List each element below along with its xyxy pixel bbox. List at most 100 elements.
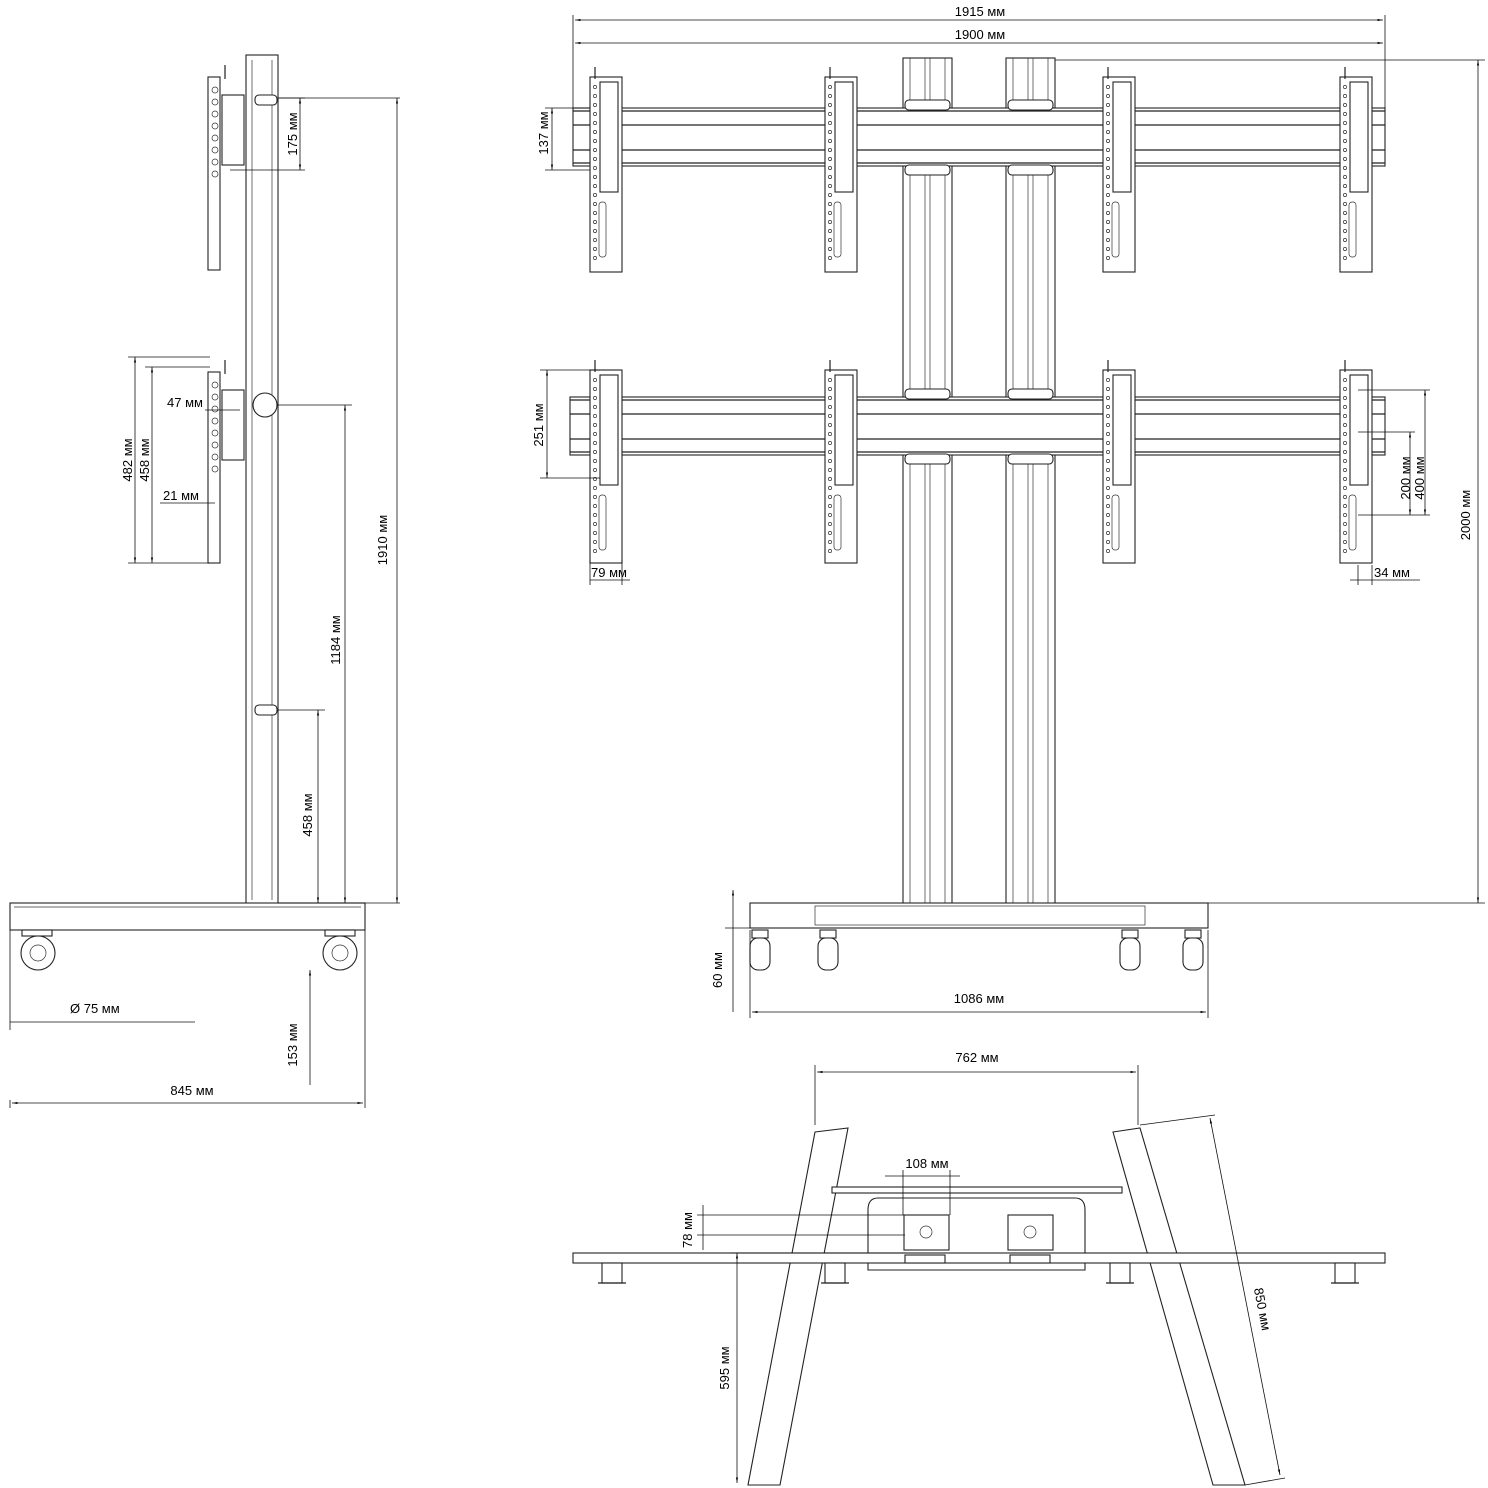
bracket-hole [828, 130, 832, 134]
dim-78: 78 мм [680, 1212, 695, 1248]
dim-762: 762 мм [955, 1050, 998, 1065]
bracket-hole [828, 166, 832, 170]
bracket-hole [593, 202, 597, 206]
dim-1900: 1900 мм [955, 27, 1005, 42]
bracket-hole [1343, 247, 1347, 251]
bracket-hole [593, 139, 597, 143]
bracket-hole [1343, 540, 1347, 544]
bracket-hole [1343, 157, 1347, 161]
bracket-hole [1106, 103, 1110, 107]
bracket-arm [1112, 374, 1132, 486]
bracket-hole [828, 468, 832, 472]
caster-wheel [1182, 929, 1204, 971]
bracket-hole [1106, 193, 1110, 197]
bracket-hole [593, 175, 597, 179]
bracket-hole [828, 148, 832, 152]
bracket-hole [1343, 477, 1347, 481]
bracket-hole [593, 396, 597, 400]
bracket-hole [1106, 414, 1110, 418]
column-clamp [1007, 164, 1054, 176]
display-bracket [1102, 67, 1136, 273]
bracket-hole [1343, 229, 1347, 233]
bracket-slot [1348, 494, 1357, 551]
bracket-hole [1106, 459, 1110, 463]
bracket-hole [1106, 85, 1110, 89]
bracket-hole [1106, 540, 1110, 544]
caster-wheel [1119, 929, 1141, 971]
bracket-hole [1343, 441, 1347, 445]
top-column-mount-left [903, 1214, 950, 1264]
bracket-hole [1343, 531, 1347, 535]
bracket-hole [593, 495, 597, 499]
bracket-hole [1343, 175, 1347, 179]
dim-850: 850 мм [1251, 1287, 1274, 1332]
bracket-hole [593, 166, 597, 170]
bracket-hole [1343, 85, 1347, 89]
display-bracket [1339, 360, 1373, 564]
bracket-slot [833, 201, 842, 258]
column-clamp [1007, 99, 1054, 111]
bracket-hole [1106, 148, 1110, 152]
rail-frame [569, 396, 1386, 456]
column-clamp [904, 453, 951, 465]
bracket-hole [1106, 513, 1110, 517]
top-crossbar [831, 1186, 1123, 1194]
bracket-hole [828, 495, 832, 499]
bracket-hole [1343, 423, 1347, 427]
side-column [245, 54, 279, 906]
bracket-hole [1343, 513, 1347, 517]
bracket-hole [828, 486, 832, 490]
bracket-hole [593, 94, 597, 98]
bracket-hole [1343, 202, 1347, 206]
bracket-hole [1343, 396, 1347, 400]
bracket-hole [593, 423, 597, 427]
dim-400: 400 мм [1412, 456, 1427, 499]
bracket-hole [1343, 486, 1347, 490]
column-clamp [1007, 388, 1054, 400]
bracket-hole [1343, 256, 1347, 260]
bracket-hole [593, 229, 597, 233]
bracket-hole [1343, 387, 1347, 391]
bracket-hole [1343, 378, 1347, 382]
display-bracket [824, 67, 858, 273]
top-leg-left [747, 1127, 849, 1486]
bracket-hole [1106, 423, 1110, 427]
bracket-hole [828, 139, 832, 143]
dim-79: 79 мм [591, 565, 627, 580]
bracket-hole [593, 459, 597, 463]
bracket-hole [1343, 166, 1347, 170]
bracket-hole [1343, 148, 1347, 152]
side-bracket [207, 65, 245, 271]
dim-34: 34 мм [1374, 565, 1410, 580]
bracket-hole [1343, 184, 1347, 188]
bracket-hole [593, 531, 597, 535]
display-bracket [589, 67, 623, 273]
bracket-hole [593, 387, 597, 391]
bracket-hole [1343, 121, 1347, 125]
bracket-hole [593, 211, 597, 215]
bracket-hole [593, 414, 597, 418]
bracket-hole [828, 432, 832, 436]
bracket-hole [828, 220, 832, 224]
bracket-arm [599, 374, 619, 486]
bracket-hole [828, 193, 832, 197]
bracket-hole [1106, 477, 1110, 481]
rail-clamp [601, 1262, 623, 1284]
bracket-hole [593, 157, 597, 161]
column-clamp [1007, 453, 1054, 465]
dim-200: 200 мм [1398, 456, 1413, 499]
bracket-hole [828, 423, 832, 427]
bracket-hole [1343, 405, 1347, 409]
dim-47: 47 мм [167, 395, 203, 410]
bracket-arm [1349, 374, 1369, 486]
bracket-hole [593, 549, 597, 553]
bracket-hole [828, 238, 832, 242]
bracket-hole [1106, 396, 1110, 400]
bracket-hole [1343, 549, 1347, 553]
bracket-slot [1348, 201, 1357, 258]
dim-1915: 1915 мм [955, 4, 1005, 19]
bracket-slot [833, 494, 842, 551]
bracket-hole [1106, 184, 1110, 188]
bracket-hole [593, 468, 597, 472]
bracket-hole [1106, 229, 1110, 233]
